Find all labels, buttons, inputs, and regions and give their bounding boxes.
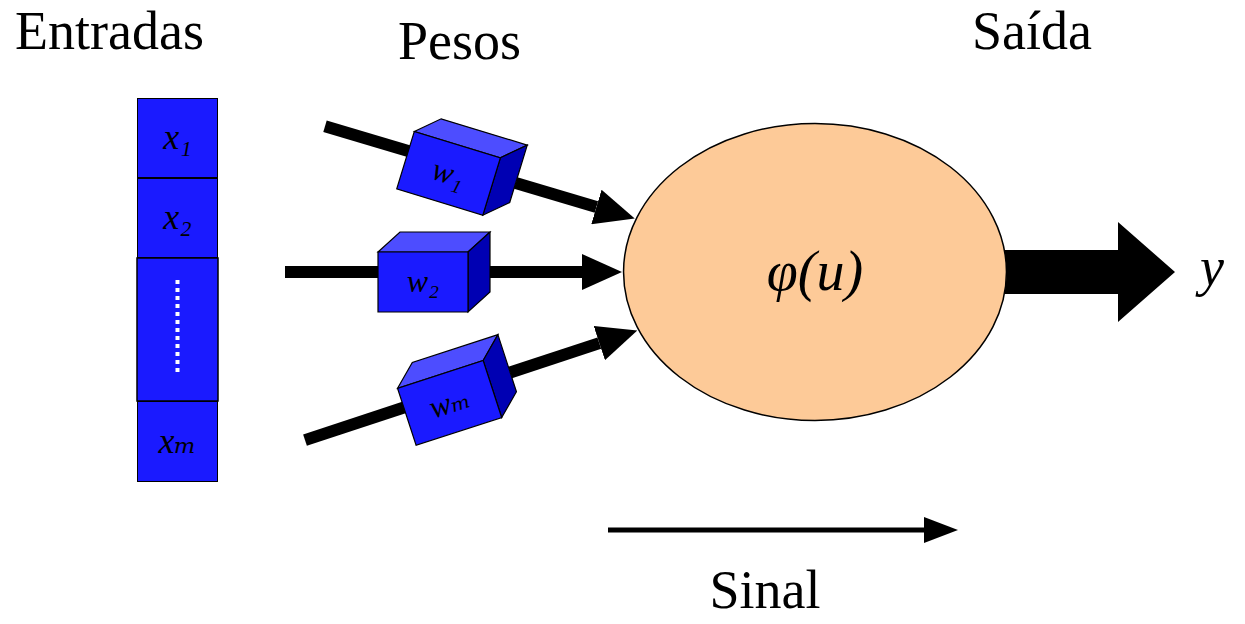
weighted-connection: [490, 266, 582, 278]
output-label: y: [1200, 240, 1224, 294]
input-label: xₘ: [158, 422, 196, 462]
weighted-connection: [516, 183, 597, 207]
input-label: x₂: [163, 198, 192, 238]
input-cell: x₂: [137, 178, 218, 258]
signal-arrow-line: [608, 528, 928, 533]
neuron-body: φ(u): [622, 122, 1008, 422]
weight-cube: wₘ: [391, 335, 522, 446]
weight-cube: w₁: [397, 112, 527, 221]
section-label: Pesos: [398, 14, 521, 68]
input-cell: x₁: [137, 98, 218, 178]
weight-cube: w₂: [378, 232, 490, 312]
section-label: Sinal: [709, 563, 820, 617]
ellipsis-dots: [176, 280, 180, 372]
cube-front: [397, 132, 501, 216]
section-label: Saída: [972, 4, 1092, 58]
activation-label: φ(u): [767, 241, 863, 303]
cube-front: [398, 360, 502, 445]
section-label: Entradas: [15, 4, 204, 58]
weight-label: w₂: [407, 264, 439, 299]
cube-side: [468, 232, 490, 312]
weighted-connection: [510, 343, 599, 372]
neuron-ellipse: [624, 124, 1007, 421]
input-cell: xₘ: [137, 401, 218, 482]
cube-front: [378, 252, 468, 312]
input-label: x₁: [163, 118, 192, 158]
ellipsis-cell: [137, 258, 218, 401]
signal-arrow-head: [924, 517, 958, 543]
